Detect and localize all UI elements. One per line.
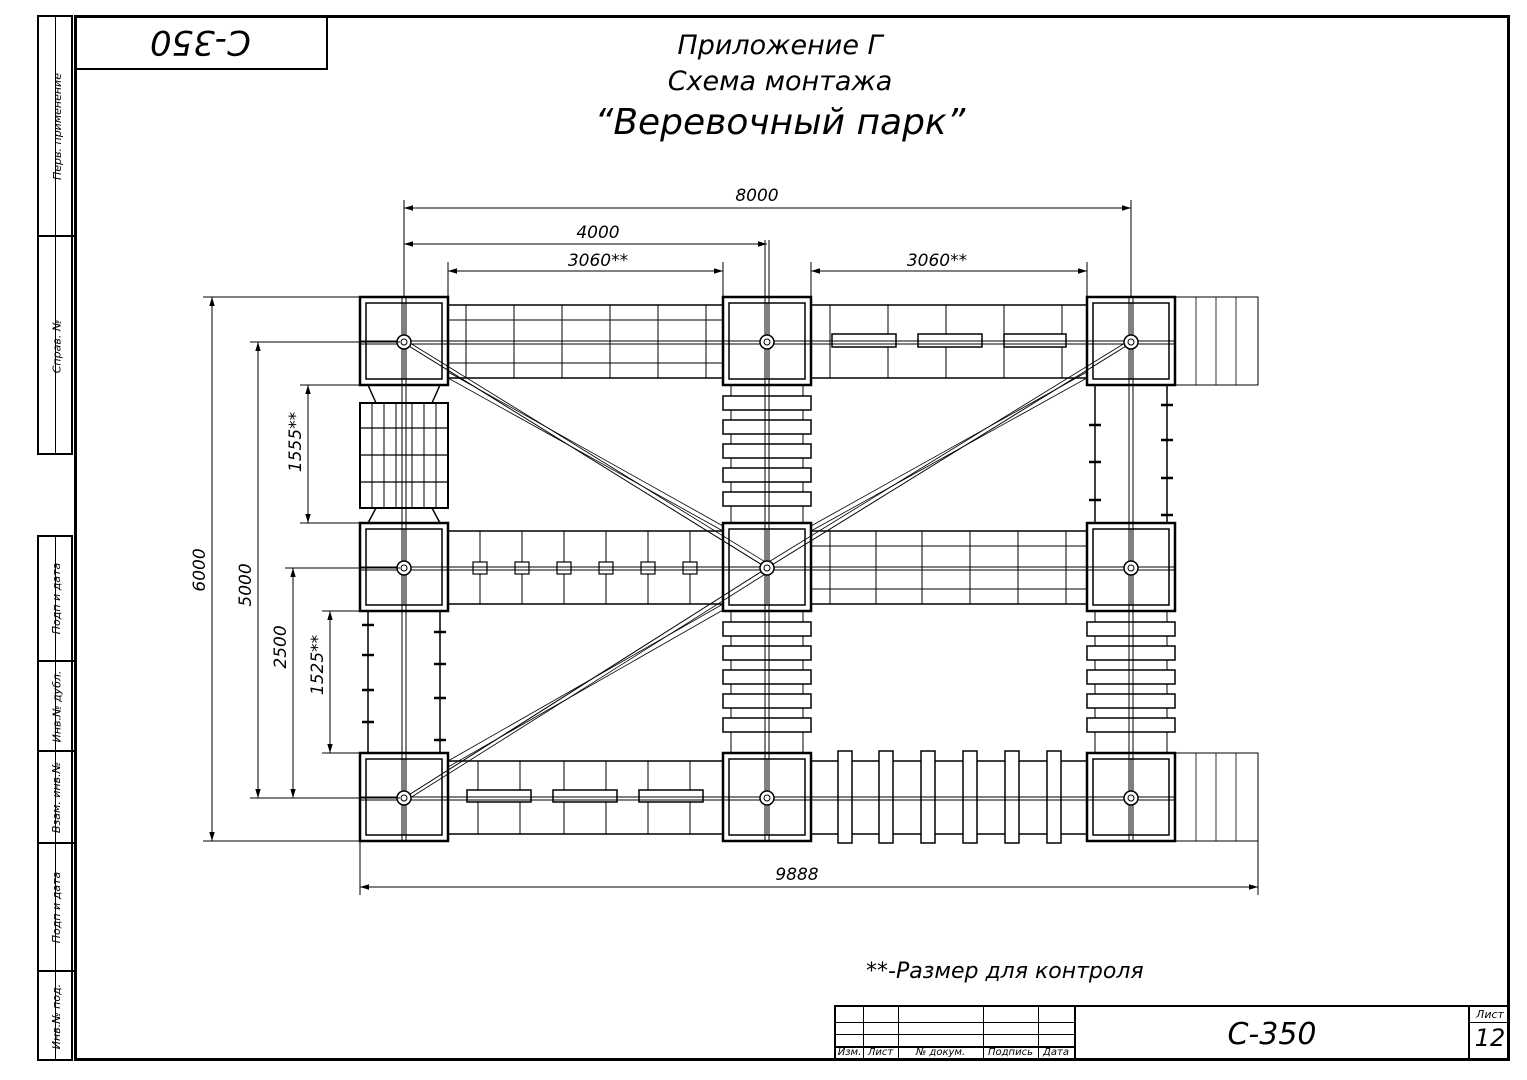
control-size-note: **-Размер для контроля	[866, 959, 1144, 984]
revision-table: Изм. Лист № докум. Подпись Дата	[836, 1007, 1076, 1061]
scheme-title: Схема монтажа	[667, 66, 893, 97]
end-deck-bottom-right	[1174, 752, 1259, 842]
bridge-right-bottom	[1086, 611, 1176, 753]
header-list: Лист	[867, 1047, 894, 1058]
side-cell-perv: Перв. применение	[39, 17, 75, 237]
end-deck-top-right	[1174, 296, 1259, 386]
dim-3060-right: 3060**	[907, 251, 967, 271]
dim-8000: 8000	[735, 186, 778, 206]
side-cell-podp2: Подп и дата	[39, 844, 75, 972]
bridge-center-bottom	[722, 611, 812, 753]
header-doc-number: № докум.	[915, 1047, 966, 1058]
drawing-designation: С-350	[1227, 1016, 1317, 1052]
side-column-divider-bottom	[55, 535, 74, 1061]
park-title: “Веревочный парк”	[594, 102, 966, 143]
dim-1555: 1555**	[286, 412, 306, 472]
sheet-cell: Лист 12	[1468, 1007, 1510, 1061]
dimension-lines	[203, 200, 1259, 895]
title-block: Изм. Лист № докум. Подпись Дата С-350 Ли…	[834, 1005, 1510, 1061]
bridge-right-top	[1089, 385, 1173, 523]
header-date: Дата	[1043, 1047, 1069, 1058]
dim-3060-left: 3060**	[568, 251, 628, 271]
appendix-title: Приложение Г	[677, 30, 883, 61]
side-column-divider-top	[55, 15, 74, 455]
side-cell-podp1: Подп и дата	[39, 537, 75, 662]
rotated-stamp: C-350	[74, 15, 328, 70]
bridge-left-top	[359, 384, 449, 524]
dim-9888: 9888	[775, 865, 818, 885]
side-cell-vzam: Взам. инв.№	[39, 752, 75, 844]
header-izm: Изм.	[837, 1047, 862, 1058]
dim-4000: 4000	[576, 223, 619, 243]
dim-1525: 1525**	[308, 635, 328, 695]
bridge-center-top	[722, 385, 812, 523]
planks-bottom-left	[466, 789, 704, 803]
dim-5000: 5000	[236, 563, 256, 606]
drawing-frame	[74, 15, 1510, 1061]
side-cell-inv-dubl: Инв.№ дубл.	[39, 662, 75, 752]
sheet-label: Лист	[1470, 1008, 1510, 1023]
bridge-left-bottom	[362, 611, 446, 753]
blocks-mid-left	[472, 561, 698, 575]
sheet-number: 12	[1474, 1024, 1506, 1052]
bridges-horizontal	[448, 304, 1087, 835]
dim-2500: 2500	[271, 625, 291, 668]
header-signature: Подпись	[988, 1047, 1033, 1058]
dim-6000: 6000	[190, 548, 210, 591]
